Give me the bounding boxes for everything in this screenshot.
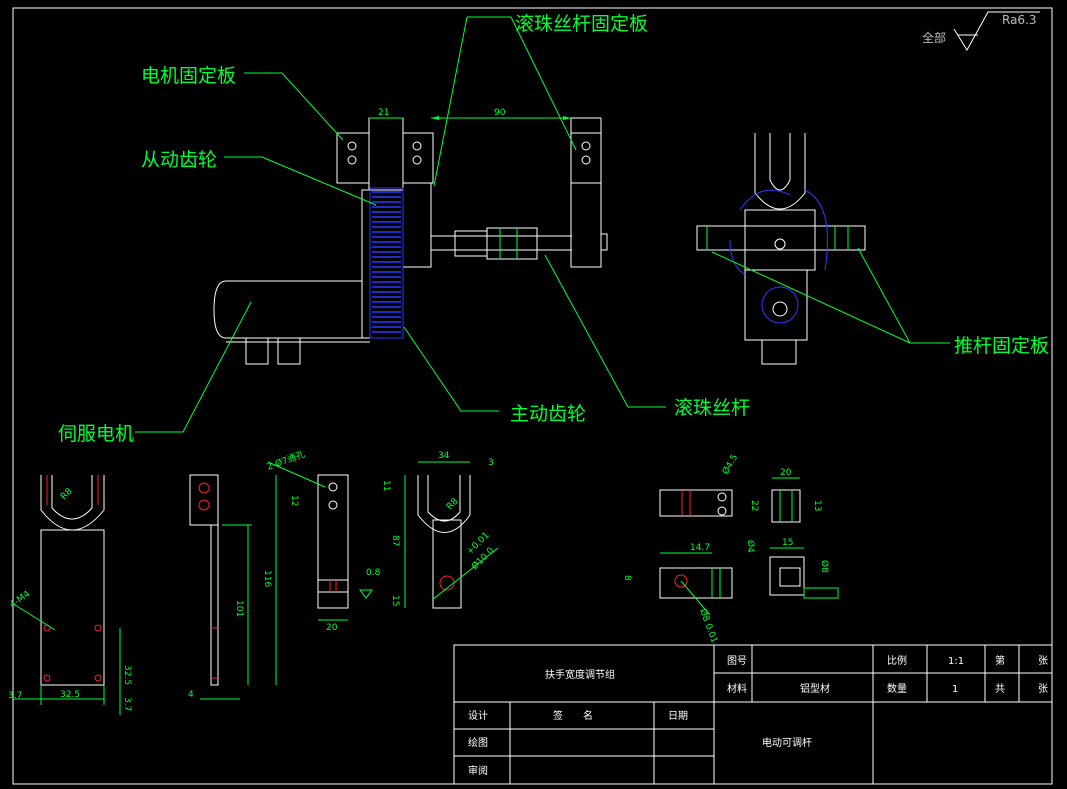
driven-gear [369, 187, 404, 339]
title-drawing-name: 扶手宽度调节组 [545, 668, 615, 681]
dim-11: 11 [381, 480, 391, 491]
dim-3: 3 [488, 458, 494, 468]
part-small-block: Ø4.5 14.7 8 Ø8 0.01 [622, 452, 740, 644]
dim-hole-spec: 2-Ø7通孔 [265, 449, 306, 473]
title-quantity-label: 数量 [887, 682, 907, 695]
dim-tol3: Ø8 0.01 [697, 607, 720, 644]
dim-90: 90 [494, 108, 506, 118]
title-review-label: 审阅 [468, 764, 488, 777]
dim-phi-4-5: Ø4.5 [720, 452, 740, 476]
part-small-gear: 20 22 13 15 Ø4 Ø8 [745, 468, 839, 599]
label-servo-motor: 伺服电机 [58, 423, 134, 445]
title-material-label: 材料 [727, 682, 747, 695]
dim-34: 34 [438, 451, 450, 461]
roughness-symbol: 全部 Ra6.3 [922, 11, 1040, 51]
title-quantity-value: 1 [952, 684, 958, 695]
part-long-bar: 101 116 4 [188, 474, 277, 700]
label-driven-gear: 从动齿轮 [141, 149, 217, 171]
dim-3-7-b: 3.7 [122, 697, 132, 711]
label-ball-screw-plate: 滚珠丝杆固定板 [515, 13, 648, 35]
title-design-label: 设计 [468, 709, 488, 722]
dim-20-b: 20 [780, 468, 792, 478]
dim-116: 116 [262, 570, 272, 587]
servo-motor-body [213, 280, 363, 339]
callout-leaders [135, 16, 950, 433]
part-fork-block: 34 3 87 15 11 R8 +0.01 Ø10 0 [381, 451, 499, 609]
dim-14-7: 14.7 [690, 543, 710, 553]
label-motor-plate: 电机固定板 [141, 65, 236, 87]
label-drive-gear: 主动齿轮 [510, 403, 586, 425]
part-fork-plate: 3.7 32.5 32.5 3.7 4-M4 R8 [8, 475, 132, 715]
dim-8-b: 8 [622, 575, 632, 581]
title-material-value: 铝型材 [800, 682, 830, 695]
title-block [453, 644, 1053, 785]
part-block-a: 20 12 2-Ø7通孔 0.8 [265, 449, 380, 633]
title-sheet-unit: 张 [1038, 655, 1048, 667]
dim-101: 101 [234, 600, 244, 617]
dim-4-m4: 4-M4 [8, 589, 32, 610]
dim-32-5-b: 32.5 [122, 665, 132, 685]
dim-21: 21 [378, 108, 389, 118]
dim-87: 87 [390, 535, 400, 546]
dim-20-a: 20 [326, 623, 338, 633]
title-draw-label: 绘图 [468, 736, 488, 749]
dim-15: 15 [390, 595, 400, 606]
title-date-label: 日期 [668, 710, 688, 722]
dim-r8-b: R8 [445, 496, 461, 512]
assembly-front-view [213, 117, 608, 365]
title-total-unit: 张 [1038, 683, 1048, 695]
dim-32-5-a: 32.5 [60, 690, 80, 700]
label-ball-screw: 滚珠丝杆 [674, 397, 750, 419]
dim-12: 12 [289, 495, 299, 506]
dim-0-8: 0.8 [366, 568, 381, 578]
label-pushrod-plate: 推杆固定板 [954, 335, 1049, 357]
title-sheet-label: 第 [995, 654, 1005, 667]
dim-r8-a: R8 [59, 486, 75, 502]
drawing-border [12, 7, 1053, 785]
dim-15-b: 15 [782, 538, 793, 548]
title-part-name: 电动可调杆 [762, 736, 812, 749]
assembly-side-view [696, 133, 866, 365]
dim-phi-8: Ø8 [819, 560, 830, 573]
title-sign-label: 签 名 [553, 709, 593, 722]
title-scale-label: 比例 [887, 654, 907, 667]
dim-4: 4 [188, 690, 194, 700]
title-figure-no-label: 图号 [727, 655, 747, 667]
roughness-prefix: 全部 [922, 30, 946, 45]
roughness-value: Ra6.3 [1002, 13, 1037, 27]
title-scale-value: 1:1 [948, 656, 964, 667]
dim-22: 22 [749, 500, 759, 511]
dim-phi-4: Ø4 [745, 540, 756, 553]
dim-13: 13 [812, 500, 822, 511]
title-total-label: 共 [995, 683, 1005, 695]
dim-3-7-a: 3.7 [8, 691, 22, 701]
assembly-dimensions: 21 90 [369, 108, 571, 120]
